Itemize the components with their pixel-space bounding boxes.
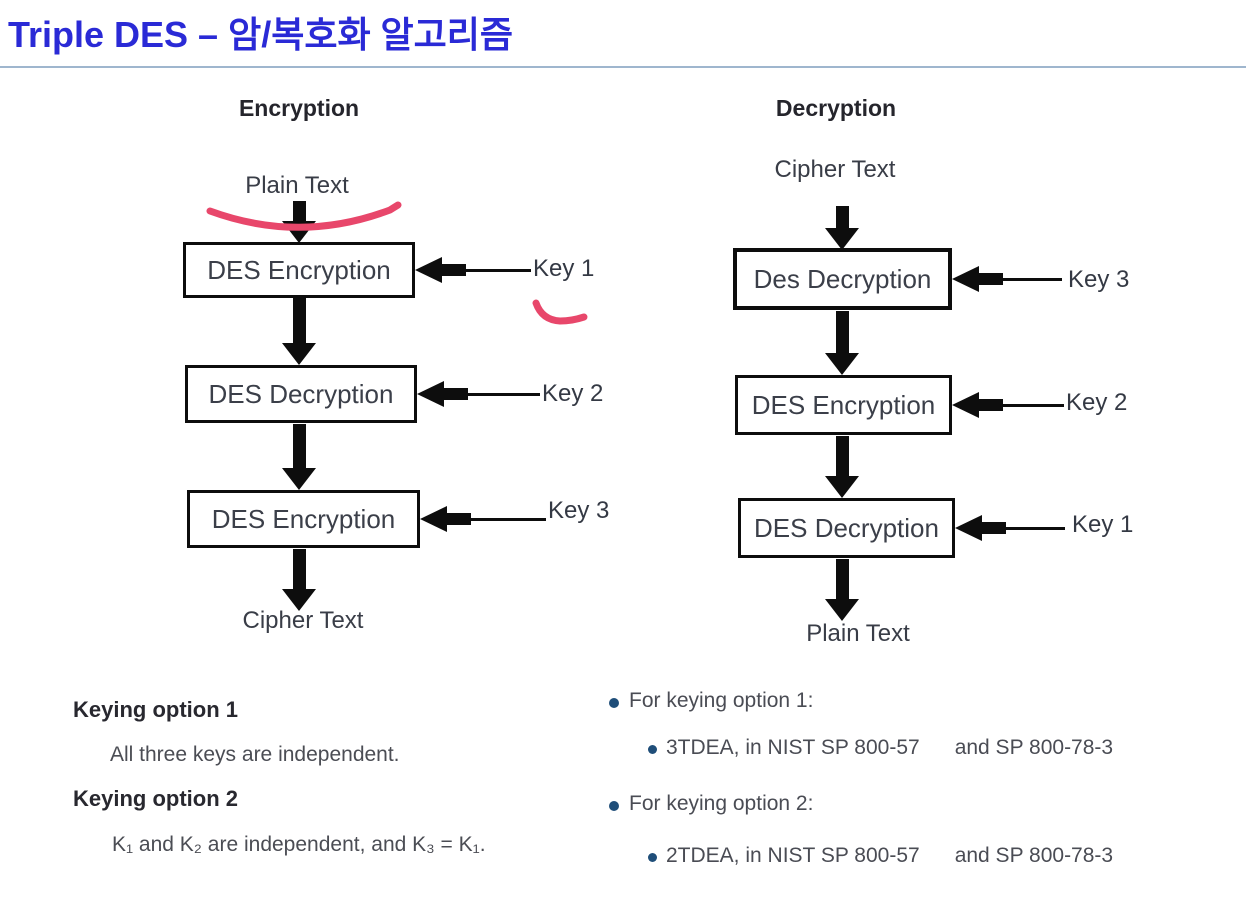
encryption-stage1-key-label: Key 1 <box>533 255 595 282</box>
arrow-line <box>1003 277 1062 281</box>
encryption-heading: Encryption <box>238 95 360 121</box>
arrow-head <box>825 476 859 498</box>
arrow-line <box>466 268 531 272</box>
arrow-shaft <box>979 273 1003 285</box>
encryption-stage3-box: DES Encryption <box>187 490 420 548</box>
keying-option-2-heading: Keying option 2 <box>73 786 238 811</box>
bullet-2-label: For keying option 2: <box>629 792 814 815</box>
decryption-heading: Decryption <box>775 95 897 121</box>
key-arrow-icon <box>952 392 1064 418</box>
bullet-icon <box>609 698 619 708</box>
keying-option-1-body: All three keys are independent. <box>110 743 400 766</box>
arrow-line <box>468 392 540 396</box>
title-divider <box>0 66 1246 68</box>
decryption-stage3-key-label: Key 1 <box>1072 511 1134 538</box>
arrow-shaft <box>982 522 1006 534</box>
arrow-shaft <box>442 264 466 276</box>
encryption-input-label: Plain Text <box>245 172 349 199</box>
arrow-shaft <box>444 388 468 400</box>
decryption-stage1-box: Des Decryption <box>733 248 952 310</box>
bullet-2-sub-label: 2TDEA, in NIST SP 800-57 and SP 800-78-3 <box>666 844 1114 867</box>
key-arrow-icon <box>952 266 1062 292</box>
down-arrow-icon <box>282 549 316 611</box>
arrow-head <box>282 468 316 490</box>
arrow-head <box>415 257 442 283</box>
arrow-shaft <box>447 513 471 525</box>
arrow-line <box>471 517 546 521</box>
bullet-icon <box>609 801 619 811</box>
encryption-stage2-key-label: Key 2 <box>542 380 604 407</box>
bullet-icon <box>648 853 657 862</box>
down-arrow-icon <box>825 436 859 498</box>
arrow-head <box>417 381 444 407</box>
arrow-head <box>282 589 316 611</box>
arrow-shaft <box>979 399 1003 411</box>
key-arrow-icon <box>420 506 546 532</box>
arrow-head <box>825 228 859 250</box>
arrow-line <box>1003 403 1064 407</box>
encryption-stage1-box: DES Encryption <box>183 242 415 298</box>
arrow-head <box>825 599 859 621</box>
bullet-icon <box>648 745 657 754</box>
decryption-output-label: Plain Text <box>806 620 910 647</box>
arrow-shaft <box>292 549 306 589</box>
arrow-shaft <box>292 298 306 343</box>
down-arrow-icon <box>282 298 316 365</box>
arrow-shaft <box>292 424 306 468</box>
page-title: Triple DES – 암/복호화 알고리즘 <box>8 14 514 55</box>
arrow-head <box>955 515 982 541</box>
bullet-1-label: For keying option 1: <box>629 689 814 712</box>
down-arrow-icon <box>825 311 859 375</box>
arrow-head <box>952 392 979 418</box>
decryption-input-label: Cipher Text <box>774 156 896 183</box>
decryption-stage3-box: DES Decryption <box>738 498 955 558</box>
arrow-shaft <box>835 206 849 228</box>
arrow-head <box>952 266 979 292</box>
arrow-head <box>282 221 316 243</box>
arrow-shaft <box>835 311 849 353</box>
decryption-stage1-key-label: Key 3 <box>1068 266 1130 293</box>
arrow-shaft <box>292 201 306 221</box>
key-arrow-icon <box>955 515 1065 541</box>
down-arrow-icon <box>825 206 859 250</box>
arrow-shaft <box>835 559 849 599</box>
keying-option-1-heading: Keying option 1 <box>73 697 238 722</box>
bullet-1-sub-label: 3TDEA, in NIST SP 800-57 and SP 800-78-3 <box>666 736 1114 759</box>
keying-option-2-body: K₁ and K₂ are independent, and K₃ = K₁. <box>112 833 486 856</box>
key-arrow-icon <box>415 257 531 283</box>
key-arrow-icon <box>417 381 540 407</box>
encryption-stage3-key-label: Key 3 <box>548 497 610 524</box>
arrow-line <box>1006 526 1065 530</box>
down-arrow-icon <box>282 201 316 243</box>
red-check-annotation <box>532 299 588 325</box>
down-arrow-icon <box>825 559 859 621</box>
decryption-stage2-key-label: Key 2 <box>1066 389 1128 416</box>
down-arrow-icon <box>282 424 316 490</box>
arrow-head <box>282 343 316 365</box>
decryption-stage2-box: DES Encryption <box>735 375 952 435</box>
encryption-stage2-box: DES Decryption <box>185 365 417 423</box>
arrow-shaft <box>835 436 849 476</box>
arrow-head <box>420 506 447 532</box>
arrow-head <box>825 353 859 375</box>
encryption-output-label: Cipher Text <box>242 607 364 634</box>
